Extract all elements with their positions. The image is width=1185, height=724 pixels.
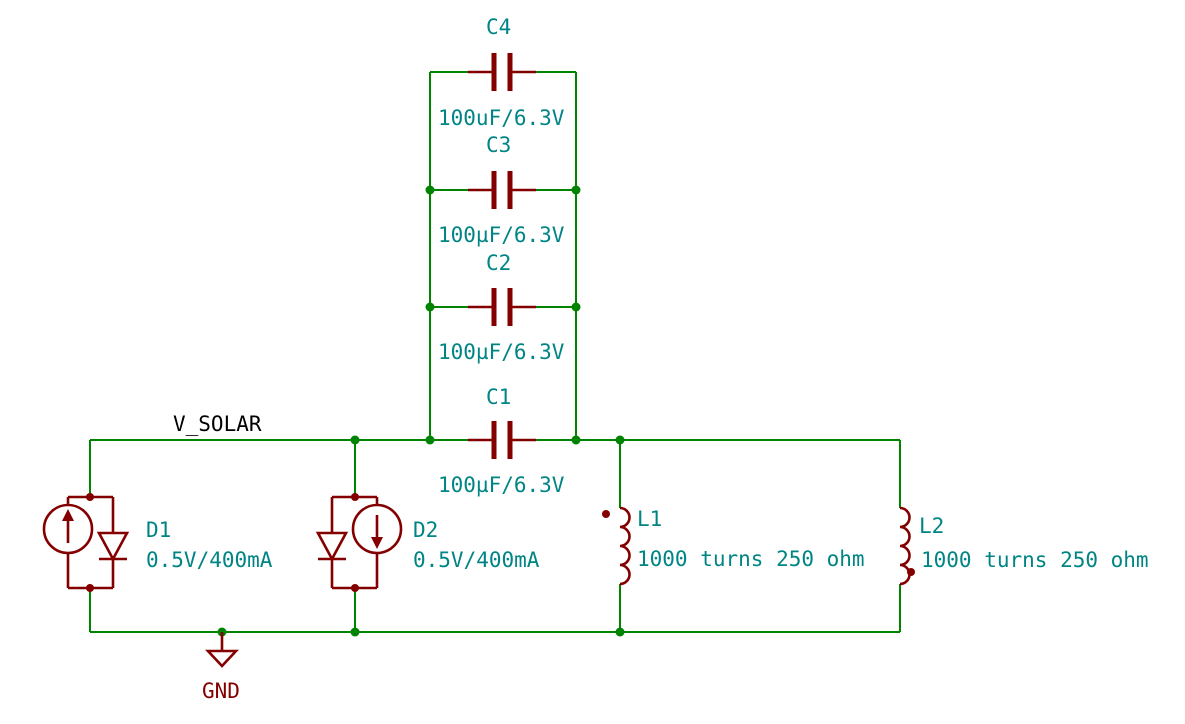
solar-cell-connections <box>330 495 379 590</box>
component-ref: D2 <box>413 518 438 542</box>
junction-dot <box>571 435 581 445</box>
capacitor-c3: C3 100µF/6.3V <box>438 133 565 247</box>
capacitor-c1: C1 100µF/6.3V <box>438 385 565 497</box>
capacitor-symbol <box>468 421 536 459</box>
wires <box>89 71 901 633</box>
ground-triangle-icon <box>205 649 239 668</box>
solar-cell-d2: D2 0.5V/400mA <box>315 493 540 592</box>
capacitor-c2: C2 100µF/6.3V <box>438 251 565 364</box>
capacitor-symbol <box>468 171 536 209</box>
junction-dot <box>615 435 625 445</box>
component-value: 100µF/6.3V <box>438 223 565 247</box>
capacitor-symbol <box>468 288 536 326</box>
capacitor-symbol <box>468 53 536 91</box>
component-ref: D1 <box>146 518 171 542</box>
component-ref: C3 <box>486 133 511 157</box>
component-value: 100µF/6.3V <box>438 473 565 497</box>
inductor-l2: L2 1000 turns 250 ohm <box>898 506 1149 586</box>
symbol-dot <box>351 584 359 592</box>
ground-label: GND <box>202 679 240 703</box>
junction-dot <box>425 302 435 312</box>
component-ref: C2 <box>486 251 511 275</box>
wire-segments <box>89 71 901 633</box>
solar-cell-d1: D1 0.5V/400mA <box>42 493 273 592</box>
junction-dot <box>571 185 581 195</box>
component-ref: C4 <box>486 15 511 39</box>
diode-triangle <box>315 531 349 562</box>
polarity-dot <box>602 510 610 518</box>
junction-dot <box>425 435 435 445</box>
current-arrow-down-icon <box>371 537 383 549</box>
component-value: 1000 turns 250 ohm <box>637 547 865 571</box>
junction-dot <box>350 435 360 445</box>
component-value: 100uF/6.3V <box>438 106 565 130</box>
component-ref: C1 <box>486 385 511 409</box>
junction-dot <box>350 627 360 637</box>
current-arrow-up-icon <box>62 509 74 521</box>
current-source-circle <box>42 503 94 555</box>
component-value: 0.5V/400mA <box>146 548 273 572</box>
symbol-dot <box>86 493 94 501</box>
junction-dot <box>425 185 435 195</box>
capacitor-c4: C4 100uF/6.3V <box>438 15 565 130</box>
net-label-v-solar: V_SOLAR <box>173 412 262 436</box>
ground-symbol: GND <box>202 632 240 703</box>
polarity-dot <box>907 568 915 576</box>
symbol-dot <box>351 493 359 501</box>
inductor-l1: L1 1000 turns 250 ohm <box>602 506 865 586</box>
current-source-circle <box>351 503 403 555</box>
component-value: 100µF/6.3V <box>438 340 565 364</box>
symbol-dot <box>86 584 94 592</box>
component-ref: L1 <box>637 507 662 531</box>
junction-dot <box>571 302 581 312</box>
diode-triangle <box>96 531 130 562</box>
component-value: 0.5V/400mA <box>413 548 540 572</box>
solar-cell-connections <box>66 495 115 590</box>
component-value: 1000 turns 250 ohm <box>921 548 1149 572</box>
inductor-coil <box>618 506 631 586</box>
junction-dot <box>615 627 625 637</box>
component-ref: L2 <box>919 514 944 538</box>
